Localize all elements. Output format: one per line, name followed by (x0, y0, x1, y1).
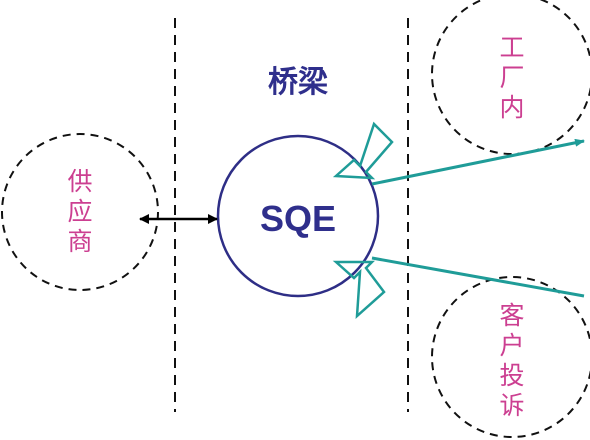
supplier-circle (1, 133, 159, 291)
to-complaint-arrow (371, 256, 585, 298)
complaint-label-char-2: 户 (499, 331, 524, 360)
complaint-label-char-4: 诉 (499, 391, 524, 420)
supplier-label-char-1: 供 (67, 167, 92, 196)
complaint-label-char-3: 投 (499, 361, 524, 390)
feedback-lower-arrow (332, 260, 386, 319)
sqe-label: SQE (260, 198, 336, 239)
to-factory-arrow (371, 138, 585, 186)
complaint-label-char-1: 客 (499, 301, 524, 330)
supplier-label-char-2: 应 (67, 197, 92, 226)
supplier-label-char-3: 商 (67, 227, 92, 256)
feedback-upper-arrow (332, 121, 394, 180)
factory-label-char-3: 内 (499, 93, 524, 122)
factory-label-char-1: 工 (499, 33, 524, 62)
bridge-title: 桥梁 (268, 65, 328, 100)
factory-label-char-2: 厂 (499, 63, 524, 92)
